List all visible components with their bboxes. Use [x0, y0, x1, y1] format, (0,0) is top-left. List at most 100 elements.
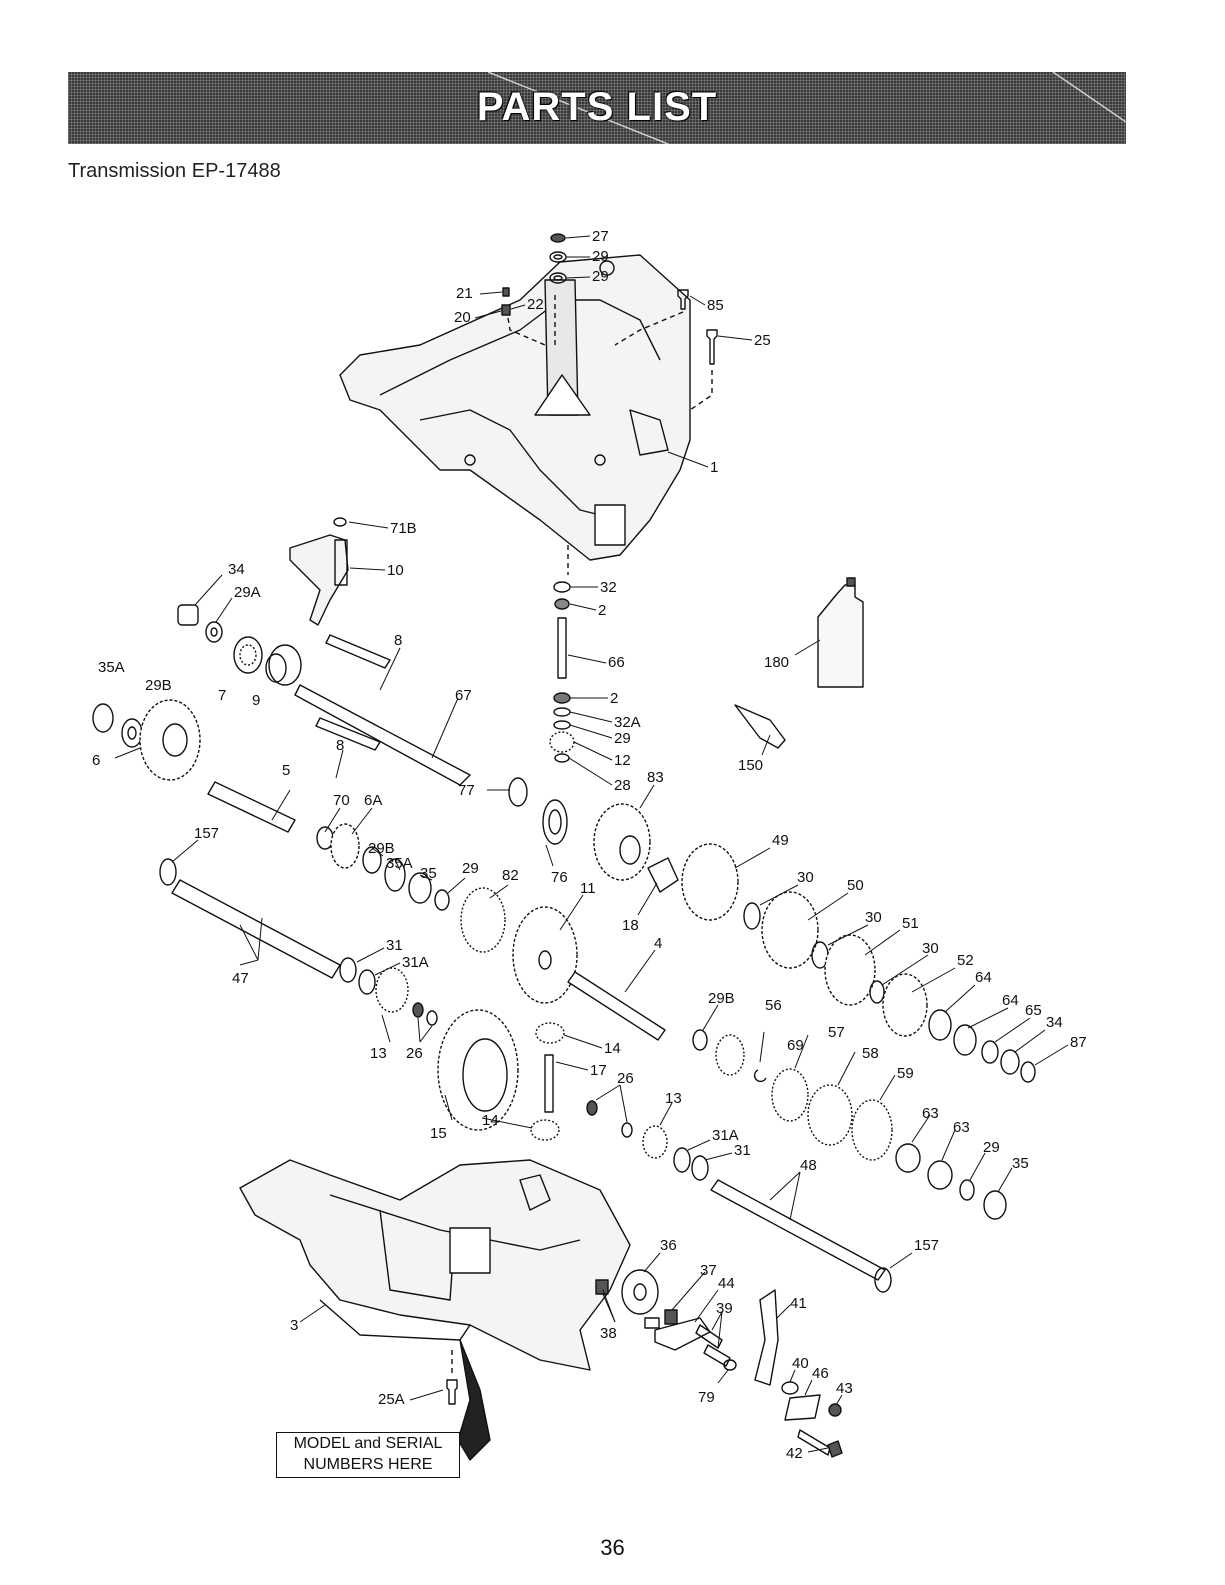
- callout-46: 46: [812, 1365, 829, 1382]
- callout-64: 64: [1002, 992, 1019, 1009]
- gear-15: [437, 1009, 519, 1131]
- bolt-25A: [446, 1379, 458, 1405]
- callout-157: 157: [914, 1237, 939, 1254]
- callout-30: 30: [922, 940, 939, 957]
- bearing-157-right: [874, 1267, 892, 1293]
- callout-leaders: [114, 235, 1069, 1453]
- gear-11: [512, 906, 578, 1004]
- model-plate-pointer: [457, 1339, 491, 1461]
- washer-77: [508, 777, 528, 807]
- callout-49: 49: [772, 832, 789, 849]
- callout-2: 2: [598, 602, 606, 619]
- callout-58: 58: [862, 1045, 879, 1062]
- callout-29: 29: [462, 860, 479, 877]
- callout-63: 63: [953, 1119, 970, 1136]
- callout-71B: 71B: [390, 520, 417, 537]
- shift-fork-assembly: [177, 517, 349, 643]
- shaft-5: [207, 781, 296, 833]
- shaft-47: [171, 879, 341, 979]
- callout-5: 5: [282, 762, 290, 779]
- lever-linkage: [595, 1269, 843, 1458]
- callout-87: 87: [1070, 1034, 1087, 1051]
- callout-18: 18: [622, 917, 639, 934]
- callout-7: 7: [218, 687, 226, 704]
- callout-20: 20: [454, 309, 471, 326]
- bevel-gear-13: [375, 967, 409, 1013]
- callout-10: 10: [387, 562, 404, 579]
- pin-17: [544, 1054, 554, 1113]
- shaft-67: [294, 684, 471, 786]
- washer-76: [542, 799, 568, 845]
- callout-26: 26: [406, 1045, 423, 1062]
- callout-52: 52: [957, 952, 974, 969]
- center-column-parts: [549, 545, 575, 763]
- washer-31: [339, 957, 357, 983]
- callout-85: 85: [707, 297, 724, 314]
- callout-21: 21: [456, 285, 473, 302]
- callout-42: 42: [786, 1445, 803, 1462]
- callout-25: 25: [754, 332, 771, 349]
- callout-57: 57: [828, 1024, 845, 1041]
- callout-11: 11: [580, 880, 596, 897]
- callout-48: 48: [800, 1157, 817, 1174]
- middle-gear-group: [316, 823, 506, 953]
- callout-31: 31: [386, 937, 403, 954]
- lower-housing: [239, 1159, 631, 1371]
- callout-9: 9: [252, 692, 260, 709]
- callout-28: 28: [614, 777, 631, 794]
- callout-labels: 27 29 29 21 22 20 85 25 1 71B 10 34 29A …: [92, 228, 1087, 1462]
- callout-69: 69: [787, 1037, 804, 1054]
- callout-34: 34: [1046, 1014, 1063, 1031]
- callout-180: 180: [764, 654, 789, 671]
- model-serial-line1: MODEL and SERIAL: [293, 1435, 443, 1452]
- callout-157: 157: [194, 825, 219, 842]
- callout-34: 34: [228, 561, 245, 578]
- callout-35: 35: [1012, 1155, 1029, 1172]
- gear-6: [92, 699, 201, 781]
- right-gear-stack: [681, 843, 1036, 1083]
- callout-64: 64: [975, 969, 992, 986]
- callout-15: 15: [430, 1125, 447, 1142]
- callout-22: 22: [527, 296, 544, 313]
- callout-76: 76: [551, 869, 568, 886]
- callout-30: 30: [865, 909, 882, 926]
- callout-31: 31: [734, 1142, 751, 1159]
- callout-39: 39: [716, 1300, 733, 1317]
- callout-8: 8: [336, 737, 344, 754]
- callout-150: 150: [738, 757, 763, 774]
- shift-rail-8-upper: [325, 634, 391, 669]
- callout-82: 82: [502, 867, 519, 884]
- collar-9: [265, 644, 302, 686]
- callout-70: 70: [333, 792, 350, 809]
- callout-13: 13: [665, 1090, 682, 1107]
- callout-29B: 29B: [368, 840, 395, 857]
- callout-12: 12: [614, 752, 631, 769]
- callout-79: 79: [698, 1389, 715, 1406]
- callout-77: 77: [458, 782, 475, 799]
- gear-13-lower: [642, 1125, 668, 1159]
- callout-29: 29: [614, 730, 631, 747]
- callout-29: 29: [592, 248, 609, 265]
- gear-14-upper: [535, 1022, 565, 1044]
- callout-59: 59: [897, 1065, 914, 1082]
- callout-65: 65: [1025, 1002, 1042, 1019]
- banner-title: PARTS LIST: [476, 85, 718, 129]
- upper-housing: [339, 254, 691, 561]
- callout-83: 83: [647, 769, 664, 786]
- callout-41: 41: [790, 1295, 807, 1312]
- lower-right-gears: [692, 1029, 1007, 1220]
- callout-29: 29: [983, 1139, 1000, 1156]
- callout-40: 40: [792, 1355, 809, 1372]
- callout-56: 56: [765, 997, 782, 1014]
- callout-66: 66: [608, 654, 625, 671]
- callout-31A: 31A: [712, 1127, 739, 1144]
- callout-43: 43: [836, 1380, 853, 1397]
- callout-31A: 31A: [402, 954, 429, 971]
- callout-25A: 25A: [378, 1391, 405, 1408]
- callout-35A: 35A: [386, 855, 413, 872]
- banner-diagonal-decoration: [487, 72, 1126, 144]
- callout-36: 36: [660, 1237, 677, 1254]
- callout-17: 17: [590, 1062, 607, 1079]
- callout-30: 30: [797, 869, 814, 886]
